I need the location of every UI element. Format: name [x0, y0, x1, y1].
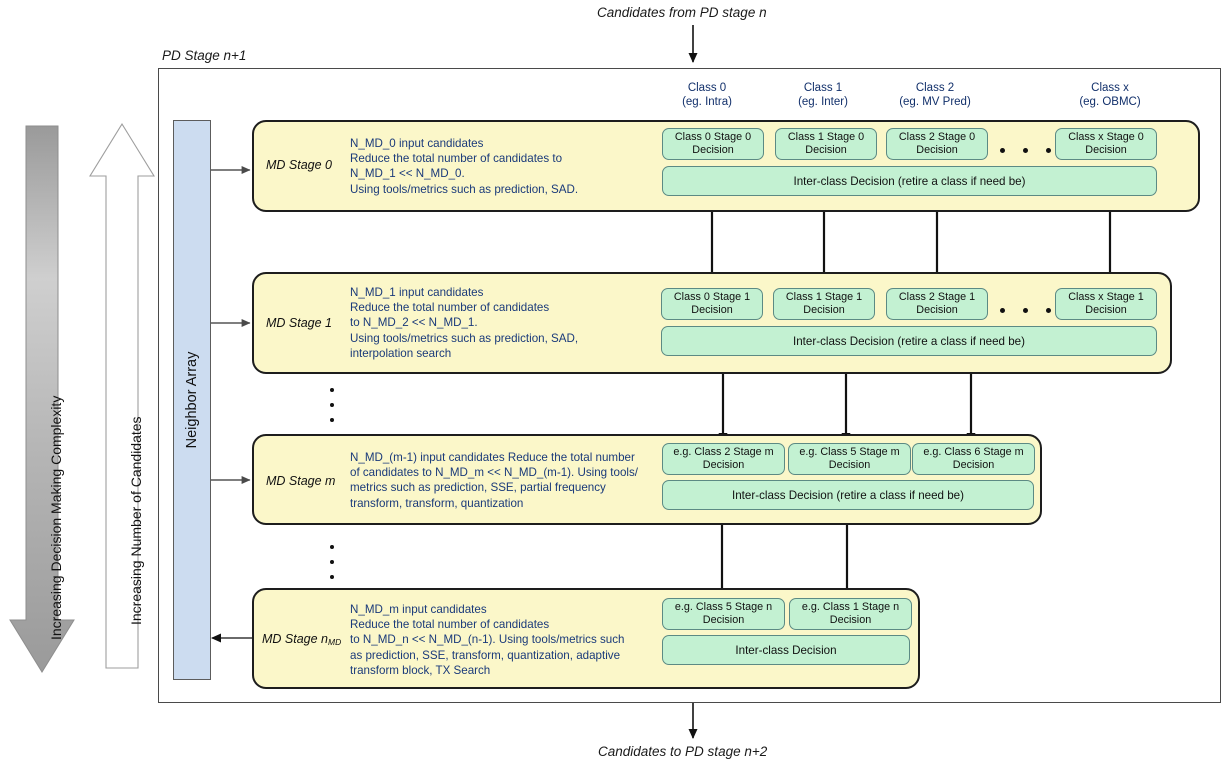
class-header-example: (eg. OBMC) — [1079, 96, 1141, 108]
md-stage-n-name-sub: MD — [328, 637, 342, 647]
class-header-example: (eg. Intra) — [682, 96, 732, 108]
class-header-3: Class x (eg. OBMC) — [1055, 81, 1165, 109]
md-stage-m-name: MD Stage m — [266, 474, 336, 488]
class-header-1: Class 1 (eg. Inter) — [768, 81, 878, 109]
bottom-caption: Candidates to PD stage n+2 — [598, 744, 768, 759]
inter-class-decision-sm[interactable]: Inter-class Decision (retire a class if … — [662, 480, 1034, 510]
candidates-gauge-label: Increasing Number of Candidates — [128, 416, 144, 625]
class-header-title: Class 2 — [915, 82, 955, 94]
decision-box-sn-b[interactable]: e.g. Class 1 Stage n Decision — [789, 598, 912, 630]
md-stage-0-name: MD Stage 0 — [266, 158, 333, 172]
class-header-title: Class 1 — [803, 82, 843, 94]
decision-box-sn-a[interactable]: e.g. Class 5 Stage n Decision — [662, 598, 785, 630]
class-header-title: Class 0 — [687, 82, 727, 94]
decision-box-s1-c1[interactable]: Class 1 Stage 1 Decision — [773, 288, 875, 320]
md-stage-n-name-main: MD Stage n — [262, 632, 329, 646]
decision-box-s0-c0[interactable]: Class 0 Stage 0 Decision — [662, 128, 764, 160]
class-header-0: Class 0 (eg. Intra) — [652, 81, 762, 109]
ellipsis-dots-s1 — [1000, 308, 1051, 313]
md-stage-m-description: N_MD_(m-1) input candidates Reduce the t… — [350, 451, 639, 510]
decision-box-sm-b[interactable]: e.g. Class 5 Stage m Decision — [788, 443, 911, 475]
class-header-example: (eg. Inter) — [798, 96, 848, 108]
neighbor-array-label: Neighbor Array — [184, 351, 200, 449]
decision-box-sm-a[interactable]: e.g. Class 2 Stage m Decision — [662, 443, 785, 475]
class-header-title: Class x — [1091, 82, 1129, 94]
vertical-ellipsis-2 — [330, 545, 334, 579]
inter-class-decision-s1[interactable]: Inter-class Decision (retire a class if … — [661, 326, 1157, 356]
candidates-gauge-arrow — [89, 122, 155, 669]
decision-box-s0-c1[interactable]: Class 1 Stage 0 Decision — [775, 128, 877, 160]
inter-class-decision-s0[interactable]: Inter-class Decision (retire a class if … — [662, 166, 1157, 196]
md-stage-1: MD Stage 1 N_MD_1 input candidates Reduc… — [252, 272, 1172, 374]
decision-box-s1-c2[interactable]: Class 2 Stage 1 Decision — [886, 288, 988, 320]
top-caption: Candidates from PD stage n — [597, 5, 767, 20]
neighbor-array: Neighbor Array — [173, 120, 211, 680]
class-header-2: Class 2 (eg. MV Pred) — [880, 81, 990, 109]
complexity-gauge-label: Increasing Decision Making Complexity — [48, 395, 64, 640]
class-header-example: (eg. MV Pred) — [899, 96, 971, 108]
complexity-gauge-arrow — [9, 125, 75, 673]
decision-box-s1-cx[interactable]: Class x Stage 1 Decision — [1055, 288, 1157, 320]
md-stage-n-description: N_MD_m input candidates Reduce the total… — [350, 603, 625, 677]
decision-box-sm-c[interactable]: e.g. Class 6 Stage m Decision — [912, 443, 1035, 475]
decision-box-s0-c2[interactable]: Class 2 Stage 0 Decision — [886, 128, 988, 160]
md-stage-n-name: MD Stage nMD — [262, 632, 342, 647]
pd-stage-frame-label: PD Stage n+1 — [162, 48, 247, 63]
md-stage-1-description: N_MD_1 input candidates Reduce the total… — [350, 286, 579, 360]
inter-class-decision-sn[interactable]: Inter-class Decision — [662, 635, 910, 665]
ellipsis-dots-s0 — [1000, 148, 1051, 153]
decision-box-s0-cx[interactable]: Class x Stage 0 Decision — [1055, 128, 1157, 160]
md-stage-0-description: N_MD_0 input candidates Reduce the total… — [350, 137, 579, 196]
vertical-ellipsis-1 — [330, 388, 334, 422]
pd-stage-frame — [158, 68, 1221, 703]
decision-box-s1-c0[interactable]: Class 0 Stage 1 Decision — [661, 288, 763, 320]
md-stage-1-name: MD Stage 1 — [266, 316, 333, 330]
